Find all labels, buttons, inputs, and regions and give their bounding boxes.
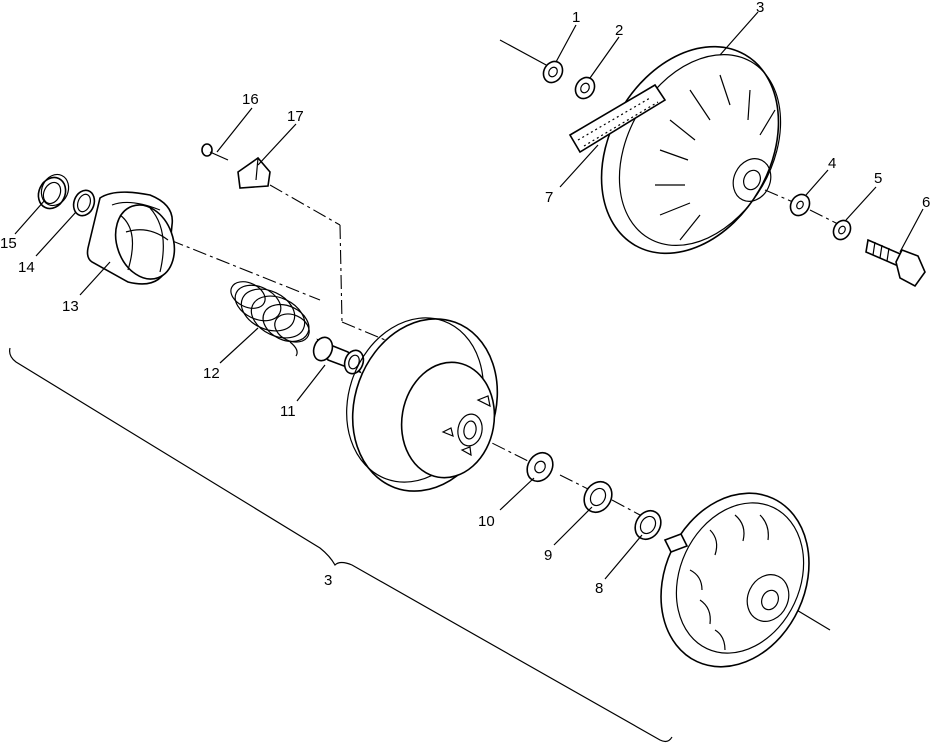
callout-12: 12: [203, 365, 220, 382]
callout-13: 13: [62, 298, 79, 315]
fixed-sheave-lower: [660, 492, 810, 668]
part-5-lockwasher: [832, 219, 852, 241]
callout-9: 9: [544, 547, 552, 564]
part-10-washer: [526, 451, 554, 483]
callout-4: 4: [828, 155, 836, 172]
callout-17: 17: [287, 108, 304, 125]
part-4-washer: [789, 193, 811, 217]
part-12-spring: [230, 281, 310, 357]
part-16-screw: [201, 143, 229, 161]
part-7-strip: [568, 83, 667, 154]
part-1-nut: [542, 60, 564, 84]
callout-7: 7: [545, 189, 553, 206]
moveable-sheave: [346, 317, 499, 492]
callout-labels: 1 2 3 4 5 6 7 8 9 10 11 12 13 14 15 16 1…: [0, 0, 930, 597]
part-8-washer: [634, 509, 662, 541]
callout-15: 15: [0, 235, 17, 252]
callout-8: 8: [595, 580, 603, 597]
callout-2: 2: [615, 22, 623, 39]
part-2-washer: [574, 76, 596, 100]
part-15-snap-ring: [37, 173, 70, 210]
callout-16: 16: [242, 91, 259, 108]
callout-5: 5: [874, 170, 882, 187]
part-11-bushing: [312, 336, 365, 375]
part-14-washer: [72, 189, 96, 217]
callout-3-top: 3: [756, 0, 764, 16]
assembly-bracket: [9, 347, 673, 743]
callout-11: 11: [280, 403, 296, 420]
callout-1: 1: [572, 9, 580, 26]
callout-3-bracket: 3: [324, 572, 332, 589]
callout-10: 10: [478, 513, 495, 530]
part-6-bolt: [865, 238, 926, 288]
part-17-shoe: [237, 156, 271, 189]
callout-6: 6: [922, 194, 930, 211]
callout-14: 14: [18, 259, 35, 276]
fixed-sheave-upper: [600, 45, 782, 255]
part-9-washer: [583, 480, 613, 514]
part-13-helix-cam: [86, 191, 176, 285]
leader-lines: [14, 11, 924, 580]
